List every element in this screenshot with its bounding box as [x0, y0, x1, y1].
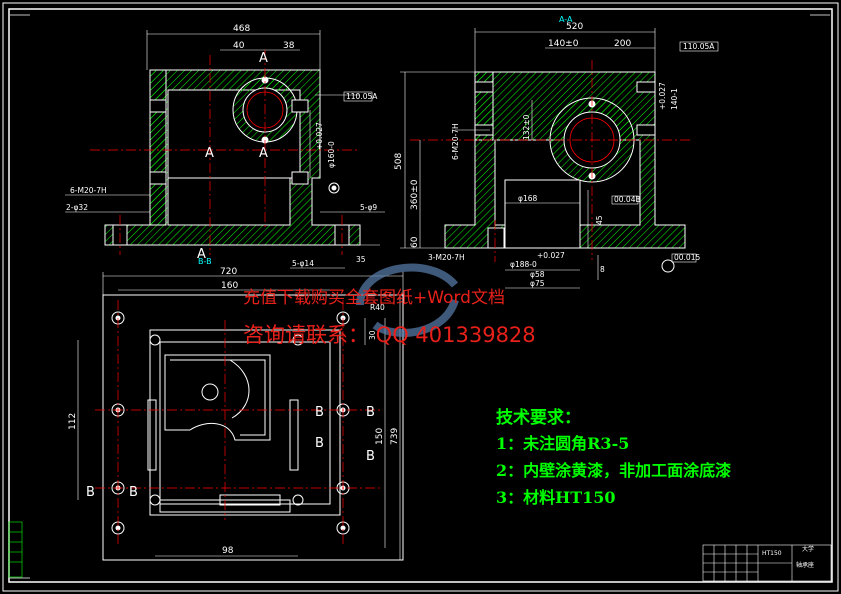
dim-38: 38 [283, 41, 295, 51]
centerlines-bottom [95, 300, 380, 545]
dim-30: 30 [368, 330, 377, 340]
section-mark-a4: A [197, 247, 206, 262]
dim-r40: R40 [370, 303, 385, 312]
dim-phi9: 5-φ9 [360, 203, 377, 212]
view-left-top [104, 69, 361, 246]
dim-200: 200 [614, 39, 631, 49]
watermark-logo [356, 263, 459, 337]
dim-phi160: φ160-0 [327, 141, 336, 168]
dim-phi58: φ58 [530, 270, 545, 279]
dimensions-bottom [77, 272, 404, 560]
section-mark-b3: B [315, 436, 324, 451]
tech-note-1: 1：未注圆角R3-5 [496, 434, 629, 453]
dim-8: 8 [600, 265, 605, 274]
title-block-part: 轴承座 [796, 561, 814, 569]
dim-phi32: 2-φ32 [66, 203, 88, 212]
dim-phi168: φ168 [518, 194, 537, 203]
dim-phi75: φ75 [530, 279, 545, 288]
dim-phi14: 5-φ14 [292, 259, 314, 268]
centerlines-left [90, 50, 360, 255]
tol-frame-right-2: 00.04B [614, 195, 641, 204]
view-right-top [444, 71, 686, 273]
dim-160: 160 [221, 281, 238, 291]
inner-border [8, 8, 833, 583]
watermark-line-1: 充值下载购买全套图纸+Word文档 [243, 288, 505, 308]
title-block [702, 544, 832, 582]
dimensions-left [65, 30, 385, 269]
tol-frame-right-1: 110.05A [683, 42, 715, 51]
section-mark-a3: A [259, 146, 268, 161]
dim-520: 520 [566, 22, 583, 32]
tech-notes-title: 技术要求： [496, 407, 581, 428]
tol-frame-left: 110.05A [346, 92, 378, 101]
dim-thread-left: 6-M20-7H [70, 186, 107, 195]
tech-note-2: 2：内壁涂黄漆，非加工面涂底漆 [496, 461, 731, 480]
title-block-school: 大学 [802, 545, 814, 553]
tech-note-3: 3：材料HT150 [496, 488, 616, 507]
dim-739: 739 [390, 428, 400, 445]
dim-tol-left: +0.027 [315, 122, 324, 150]
dim-360: 360±0 [410, 179, 420, 210]
margin-block [8, 521, 23, 578]
dim-thread-right: 6-M20-7H [451, 123, 460, 160]
section-mark-b5: B [86, 485, 95, 500]
section-mark-b1: B [315, 405, 324, 420]
dim-45: 45 [595, 215, 604, 225]
section-title-aa: A-A [559, 15, 573, 24]
centerlines-right [410, 60, 690, 262]
dim-508: 508 [394, 153, 404, 170]
dim-150: 150 [375, 428, 385, 445]
title-block-material: HT150 [762, 550, 782, 557]
section-mark-a1: A [259, 51, 268, 66]
section-title-bb: B-B [198, 257, 212, 266]
dim-132: 132±0 [522, 114, 531, 140]
dim-tol-bottom: +0.027 [537, 251, 565, 260]
dim-tol-right: +0.027 [658, 82, 667, 110]
dim-112: 112 [68, 413, 78, 430]
watermark-line-2: 咨询请联系： QQ 401339828 [243, 323, 536, 347]
section-mark-a2: A [205, 146, 214, 161]
dim-140-1: 140-1 [670, 88, 679, 110]
tol-frame-right-3: 00.015 [674, 253, 700, 262]
dim-720: 720 [220, 267, 237, 277]
dim-468: 468 [233, 24, 250, 34]
section-mark-b2: B [366, 405, 375, 420]
section-mark-b6: B [129, 485, 138, 500]
dim-98: 98 [222, 546, 234, 556]
dim-phi188: φ188-0 [510, 260, 537, 269]
dim-40: 40 [233, 41, 245, 51]
dim-thread3: 3-M20-7H [428, 253, 465, 262]
dim-140: 140±0 [548, 39, 579, 49]
section-mark-b4: B [366, 449, 375, 464]
dimensions-right [400, 28, 719, 289]
dim-35: 35 [356, 255, 366, 264]
dim-60: 60 [410, 236, 420, 248]
